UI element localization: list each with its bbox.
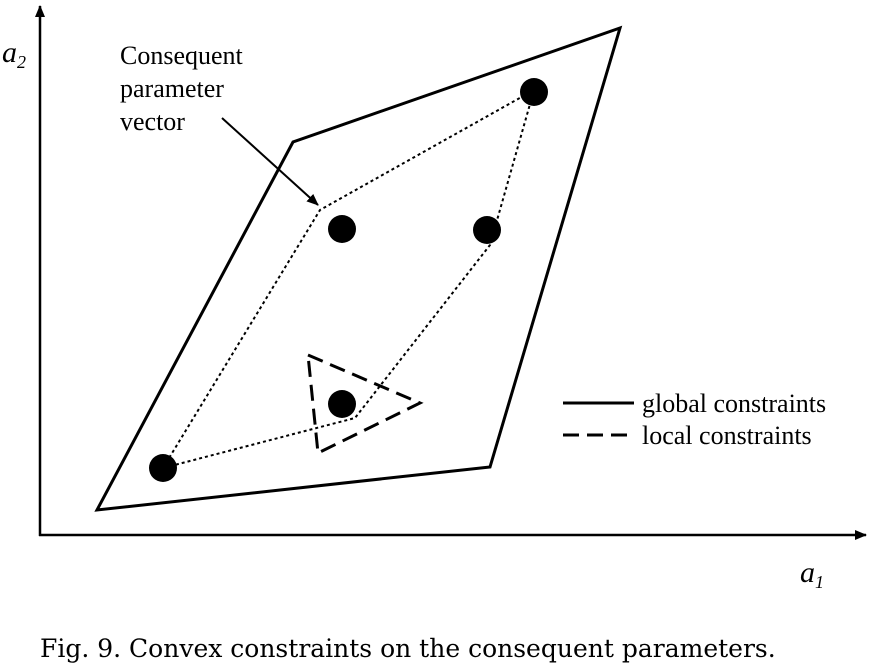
y-axis-label: a2 [2,36,26,72]
parameter-point [328,390,356,418]
legend-local-label: local constraints [642,421,812,450]
annotation-line-3: vector [120,107,185,136]
global-constraints-polygon [94,25,623,512]
parameter-point [473,216,501,244]
x-axis-label: a1 [800,556,824,592]
annotation-arrow [221,117,319,206]
figure-caption: Fig. 9. Convex constraints on the conseq… [40,634,776,663]
annotation-line-1: Consequent [120,41,244,70]
parameter-point [520,78,548,106]
annotation-line-2: parameter [120,74,224,103]
parameter-point [149,454,177,482]
parameter-point [328,215,356,243]
legend-global-label: global constraints [642,389,826,418]
parameter-hull-dotted [160,87,536,470]
local-constraints-triangle [306,352,424,456]
